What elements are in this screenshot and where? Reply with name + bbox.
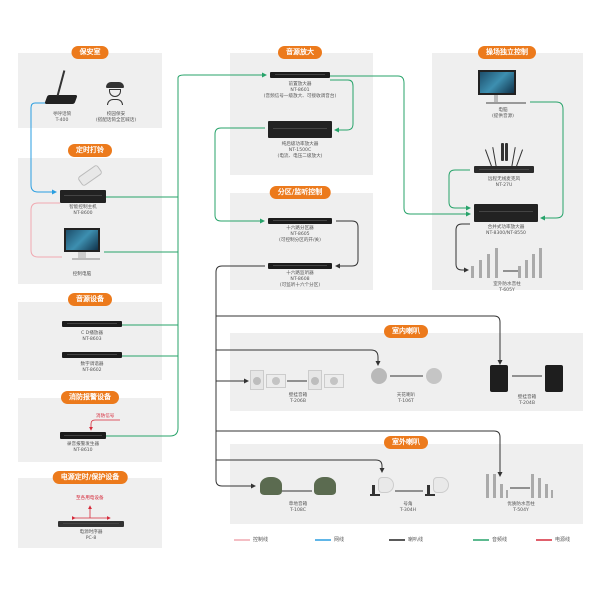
- column-504-icon: [486, 474, 508, 498]
- wall-speaker-206-icon: [250, 370, 287, 390]
- badge-security: 保安室: [71, 46, 109, 59]
- paging-mic-icon: [44, 95, 78, 104]
- wireless-mic-receiver: [474, 166, 534, 173]
- badge-audio-source: 音源设备: [68, 293, 112, 306]
- horn-icon-2: [425, 477, 449, 497]
- badge-zone-control: 分区/监听控制: [269, 186, 331, 199]
- badge-fire-alarm: 消防报警设备: [61, 391, 119, 404]
- badge-amplification: 音源放大: [278, 46, 322, 59]
- ceiling-speaker-icon: [371, 368, 387, 384]
- legend-speaker: 喇叭线: [408, 537, 424, 543]
- column-504-icon-2: [531, 474, 553, 498]
- monitor-device: [268, 263, 332, 269]
- lawn-speaker-icon: [260, 477, 282, 495]
- lawn-speaker-icon-2: [314, 477, 336, 495]
- fire-signal-label: 消防信号: [96, 414, 115, 419]
- badge-indoor-speakers: 室内喇叭: [384, 325, 428, 338]
- legend-audio: 音频线: [492, 537, 508, 543]
- cd-player-device: [62, 321, 122, 327]
- legend-power: 电源线: [555, 537, 571, 543]
- preamp-device: [270, 72, 330, 78]
- control-pc-label: 控制电脑: [72, 272, 92, 277]
- control-pc-icon: [64, 228, 100, 252]
- section-security: [18, 53, 162, 128]
- guard-label: 校园保安(搭配话筒全区喊话): [95, 112, 137, 123]
- wall-speaker-206-icon-2: [308, 370, 345, 390]
- tuner-device: [62, 352, 122, 358]
- outdoor-column-605-icon: [471, 248, 542, 278]
- badge-outdoor-speakers: 室外喇叭: [384, 436, 428, 449]
- badge-timer-bell: 定时打铃: [68, 144, 112, 157]
- ceiling-speaker-icon-2: [426, 368, 442, 384]
- alarm-generator-device: [60, 432, 106, 439]
- wireless-mic-antennas-icon: [484, 143, 524, 167]
- legend-control: 控制线: [253, 537, 269, 543]
- horn-icon: [370, 477, 394, 497]
- pc-label: 电脑(提供音源): [492, 108, 514, 119]
- wall-speaker-204-icon-2: [545, 365, 563, 392]
- smart-host-device: [60, 190, 106, 203]
- pc-icon: [478, 70, 516, 95]
- legend-network: 网线: [334, 537, 345, 543]
- power-sequencer-device: [58, 521, 124, 527]
- badge-venue-control: 操场独立控制: [478, 46, 536, 59]
- zone-selector-device: [268, 218, 332, 224]
- power-amp-device: [268, 121, 332, 138]
- badge-power: 电源定时/保护设备: [52, 471, 128, 484]
- mixer-amp-device: [474, 204, 538, 222]
- power-note-label: 至各用电设备: [76, 496, 104, 501]
- wall-speaker-204-icon: [490, 365, 508, 392]
- guard-icon: [106, 82, 124, 106]
